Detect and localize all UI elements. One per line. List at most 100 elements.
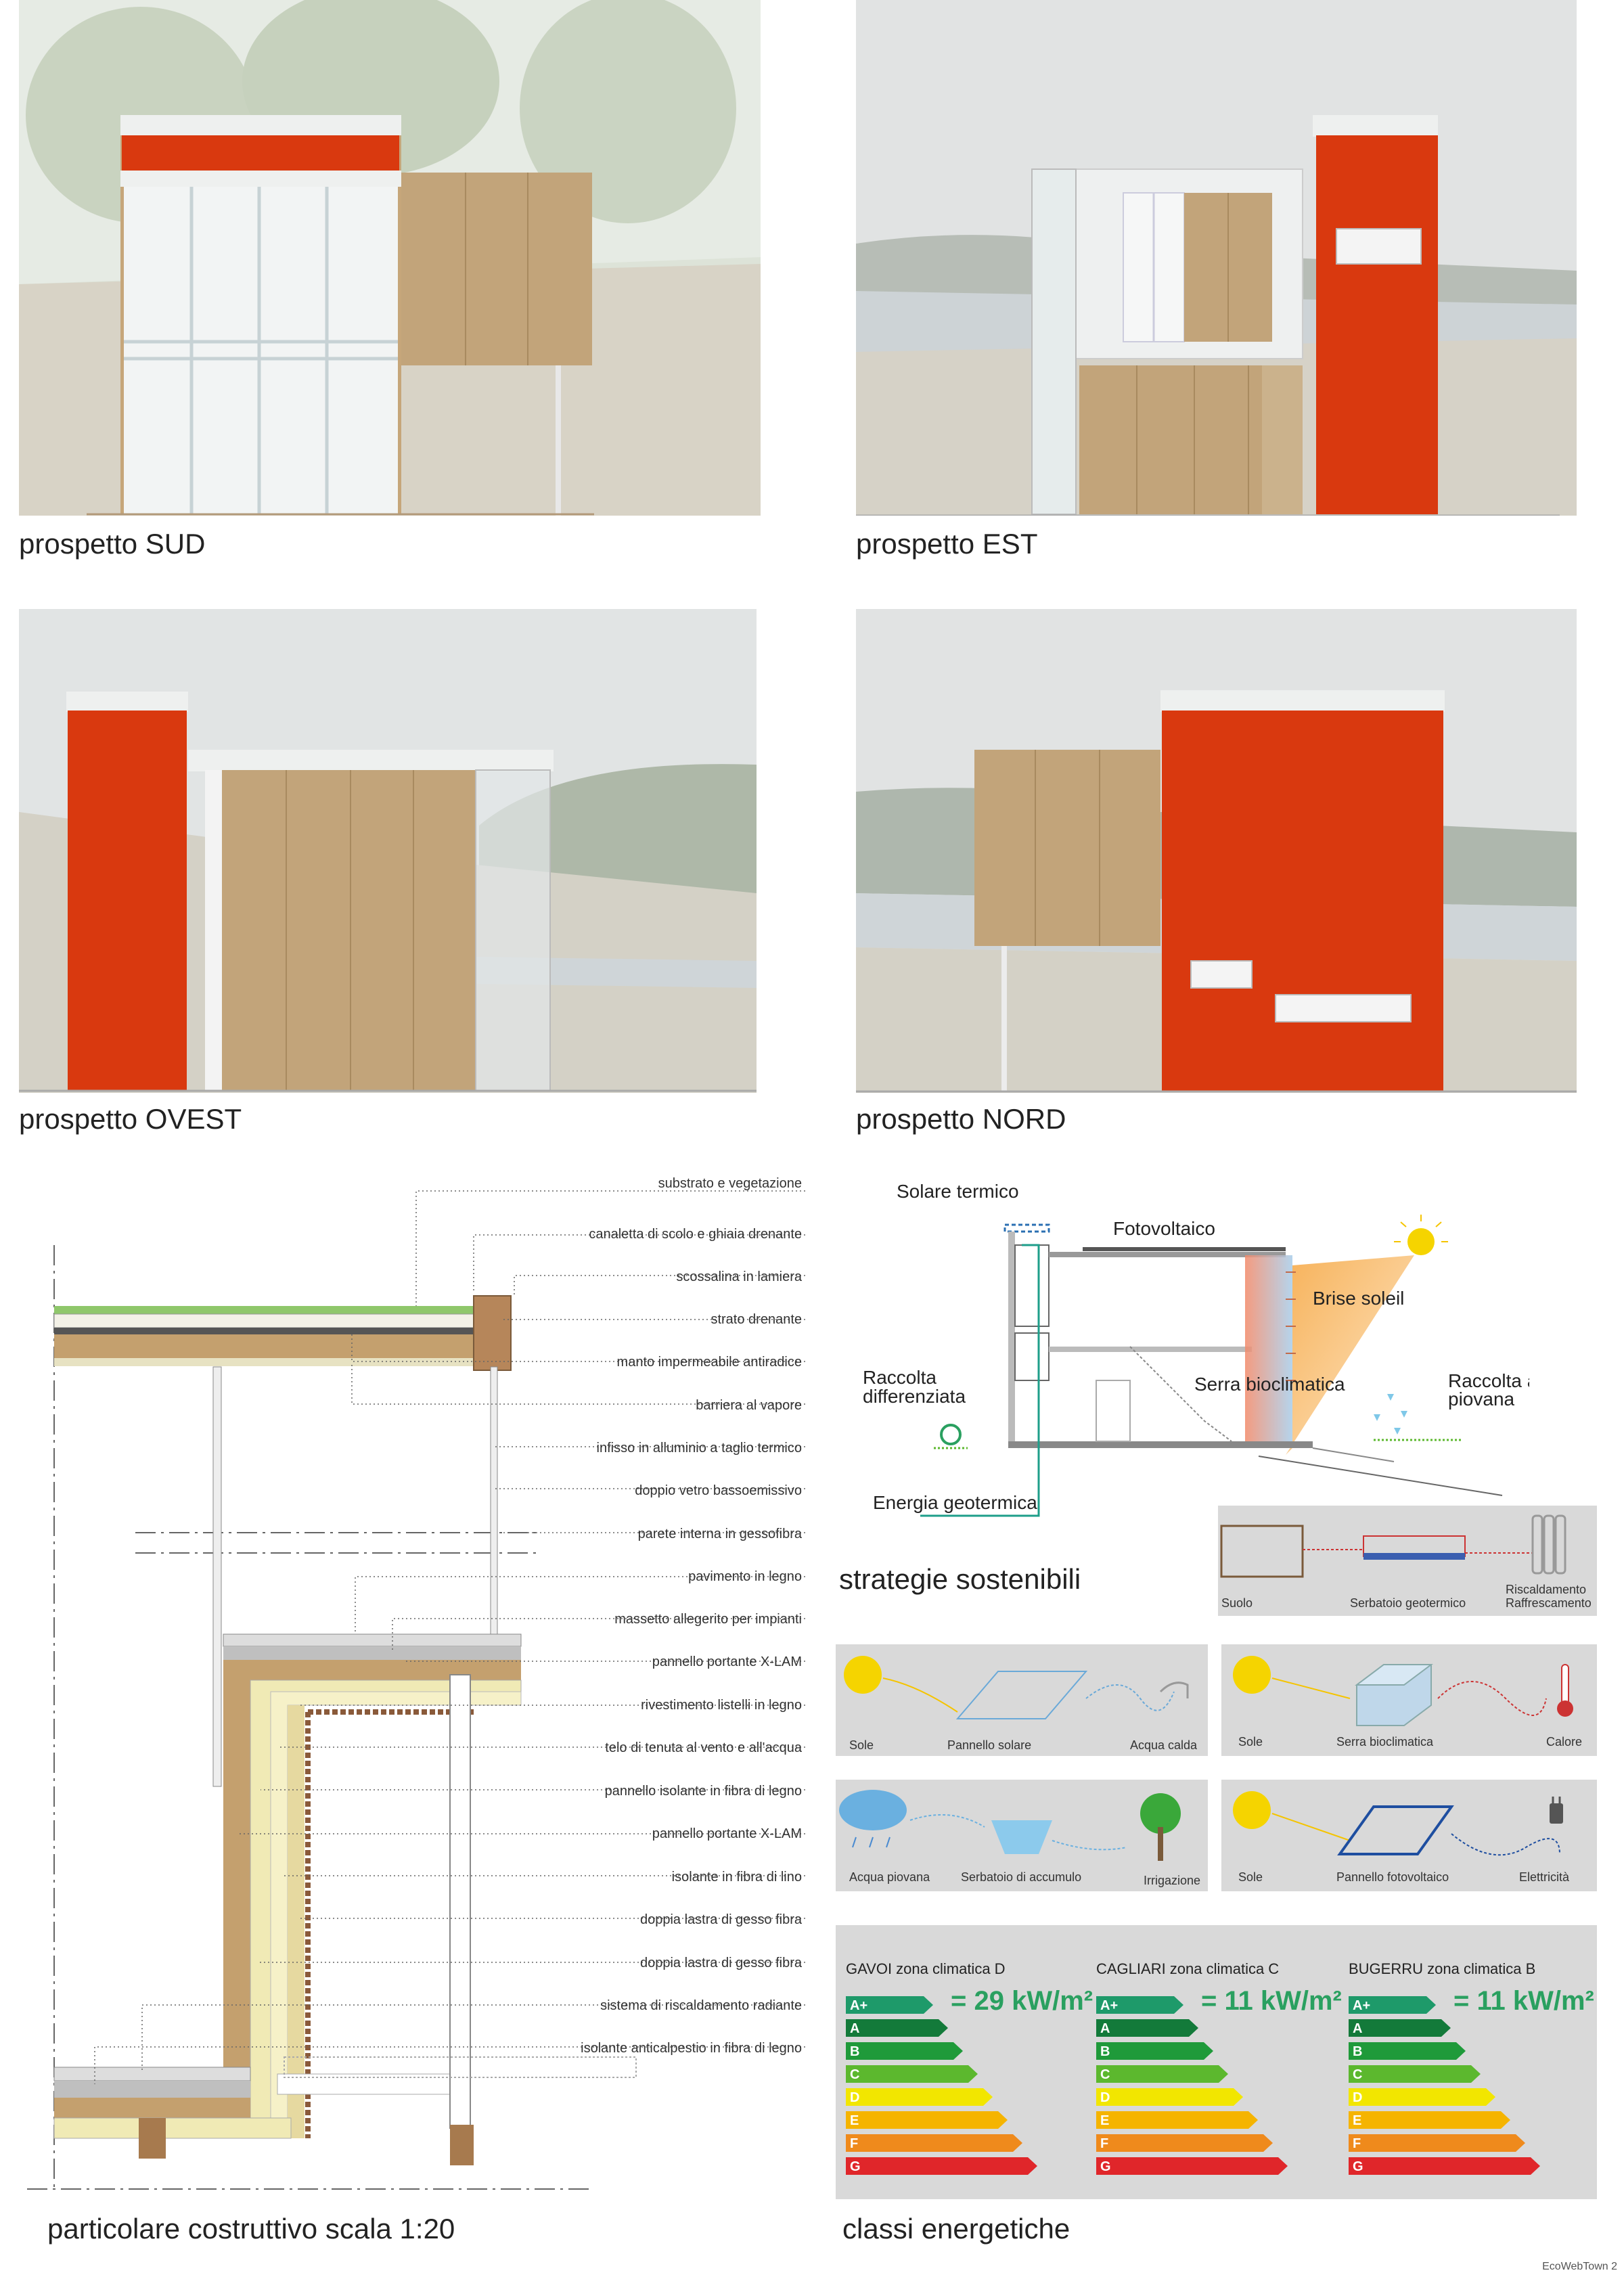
energy-location-title: CAGLIARI zona climatica C (1096, 1960, 1279, 1977)
energy-class-label: B (1100, 2044, 1110, 2059)
pv-elettricita: Elettricità (1519, 1870, 1570, 1884)
energy-class-bar (1096, 2134, 1273, 2152)
label-raccolta-diff: Raccolta (863, 1367, 937, 1388)
energy-class-bar (1096, 2019, 1198, 2037)
detail-label: massetto allegerito per impianti (614, 1612, 802, 1627)
rainwater-diagram: Acqua piovana Serbatoio di accumulo Irri… (836, 1780, 1208, 1891)
energy-class-bar (1349, 2088, 1495, 2106)
caption-strategies: strategie sostenibili (839, 1563, 1081, 1595)
energy-class-label: A+ (850, 1998, 867, 2013)
gh-sole: Sole (1238, 1735, 1263, 1749)
detail-label: manto impermeabile antiradice (616, 1355, 802, 1370)
energy-class-bar (846, 2019, 948, 2037)
energy-location-value: = 29 kW/m² (951, 1986, 1093, 2016)
energy-class-bar (846, 2157, 1037, 2175)
greenhouse-diagram: Sole Serra bioclimatica Calore (1221, 1644, 1597, 1756)
elevation-north (856, 609, 1577, 1093)
detail-label: strato drenante (710, 1312, 802, 1327)
caption-detail: particolare costruttivo scala 1:20 (47, 2213, 455, 2245)
geo-raff: Raffrescamento (1506, 1596, 1592, 1610)
energy-class-label: D (1100, 2090, 1110, 2105)
detail-label: isolante anticalpestio in fibra di legno (581, 2041, 802, 2056)
energy-class-label: D (1353, 2090, 1362, 2105)
energy-class-bar (1096, 2111, 1258, 2129)
st-sole: Sole (849, 1738, 874, 1752)
detail-label: infisso in alluminio a taglio termico (596, 1441, 802, 1456)
label-raccolta-acqua-2: piovana (1448, 1389, 1515, 1410)
energy-class-label: F (1353, 2136, 1361, 2151)
detail-label: parete interna in gessofibra (637, 1527, 802, 1541)
caption-energy: classi energetiche (842, 2213, 1070, 2245)
energy-class-label: C (1100, 2067, 1110, 2082)
detail-label: rivestimento listelli in legno (641, 1698, 802, 1713)
st-acqua: Acqua calda (1130, 1738, 1198, 1752)
detail-label: isolante in fibra di lino (671, 1870, 802, 1885)
elevation-south (19, 0, 761, 516)
energy-class-bar (846, 2042, 963, 2060)
detail-label: substrato e vegetazione (658, 1176, 802, 1191)
geo-suolo: Suolo (1221, 1596, 1253, 1610)
energy-class-bar (1349, 2157, 1540, 2175)
energy-class-bar (1349, 2111, 1510, 2129)
rw-serbatoio: Serbatoio di accumulo (961, 1870, 1081, 1884)
energy-location-title: BUGERRU zona climatica B (1349, 1960, 1535, 1977)
energy-location-value: = 11 kW/m² (1453, 1986, 1594, 2016)
energy-location-value: = 11 kW/m² (1201, 1986, 1342, 2016)
detail-label: pannello isolante in fibra di legno (604, 1784, 802, 1799)
detail-label: scossalina in lamiera (676, 1269, 802, 1284)
pv-sole: Sole (1238, 1870, 1263, 1884)
energy-class-label: G (1100, 2159, 1111, 2174)
energy-class-label: B (850, 2044, 859, 2059)
energy-class-bar (846, 1996, 933, 2014)
energy-class-label: A (1353, 2021, 1362, 2036)
energy-class-label: C (1353, 2067, 1362, 2082)
construction-detail (27, 1164, 812, 2199)
elevation-west (19, 609, 757, 1093)
energy-class-label: A (1100, 2021, 1110, 2036)
gh-serra: Serra bioclimatica (1336, 1735, 1434, 1749)
energy-class-label: E (1100, 2113, 1109, 2128)
pv-diagram: Sole Pannello fotovoltaico Elettricità (1221, 1780, 1597, 1891)
energy-class-bar (846, 2134, 1022, 2152)
energy-class-label: F (850, 2136, 858, 2151)
energy-class-bar (846, 2111, 1008, 2129)
energy-class-bar (1096, 1996, 1183, 2014)
energy-class-bar (1096, 2065, 1228, 2083)
pv-pannello: Pannello fotovoltaico (1336, 1870, 1449, 1884)
energy-class-bar (1349, 2134, 1525, 2152)
energy-class-bar (1349, 2042, 1466, 2060)
detail-label: pannello portante X-LAM (652, 1654, 802, 1669)
label-raccolta-acqua: Raccolta acqua (1448, 1370, 1529, 1391)
detail-label: doppia lastra di gesso fibra (639, 1956, 802, 1970)
energy-class-label: F (1100, 2136, 1108, 2151)
strategies-section-diagram: Solare termico Fotovoltaico Brise soleil… (853, 1177, 1529, 1529)
rw-irrigazione: Irrigazione (1144, 1874, 1200, 1887)
detail-label: pavimento in legno (688, 1569, 802, 1584)
detail-label: doppio vetro bassoemissivo (635, 1483, 802, 1498)
detail-label: barriera al vapore (696, 1398, 802, 1413)
label-fotovoltaico: Fotovoltaico (1113, 1218, 1215, 1239)
detail-label: doppia lastra di gesso fibra (639, 1912, 802, 1927)
energy-class-bar (1096, 2157, 1288, 2175)
energy-class-bar (1096, 2088, 1243, 2106)
energy-class-label: E (850, 2113, 859, 2128)
label-solare-termico: Solare termico (897, 1181, 1019, 1202)
energy-class-bar (1349, 2019, 1451, 2037)
energy-class-label: B (1353, 2044, 1362, 2059)
energy-class-label: G (850, 2159, 861, 2174)
energy-class-label: D (850, 2090, 859, 2105)
geo-serbatoio: Serbatoio geotermico (1350, 1596, 1466, 1610)
caption-south: prospetto SUD (19, 528, 206, 560)
label-geotermica: Energia geotermica (873, 1492, 1037, 1513)
energy-location-title: GAVOI zona climatica D (846, 1960, 1006, 1977)
gh-calore: Calore (1546, 1735, 1582, 1749)
rw-acqua: Acqua piovana (849, 1870, 930, 1884)
label-raccolta-diff-2: differenziata (863, 1386, 966, 1407)
energy-class-label: G (1353, 2159, 1363, 2174)
energy-class-bar (846, 2065, 978, 2083)
elevation-east (856, 0, 1577, 516)
energy-class-label: C (850, 2067, 859, 2082)
energy-class-bar (1349, 1996, 1436, 2014)
energy-class-bar (846, 2088, 993, 2106)
caption-west: prospetto OVEST (19, 1103, 242, 1135)
